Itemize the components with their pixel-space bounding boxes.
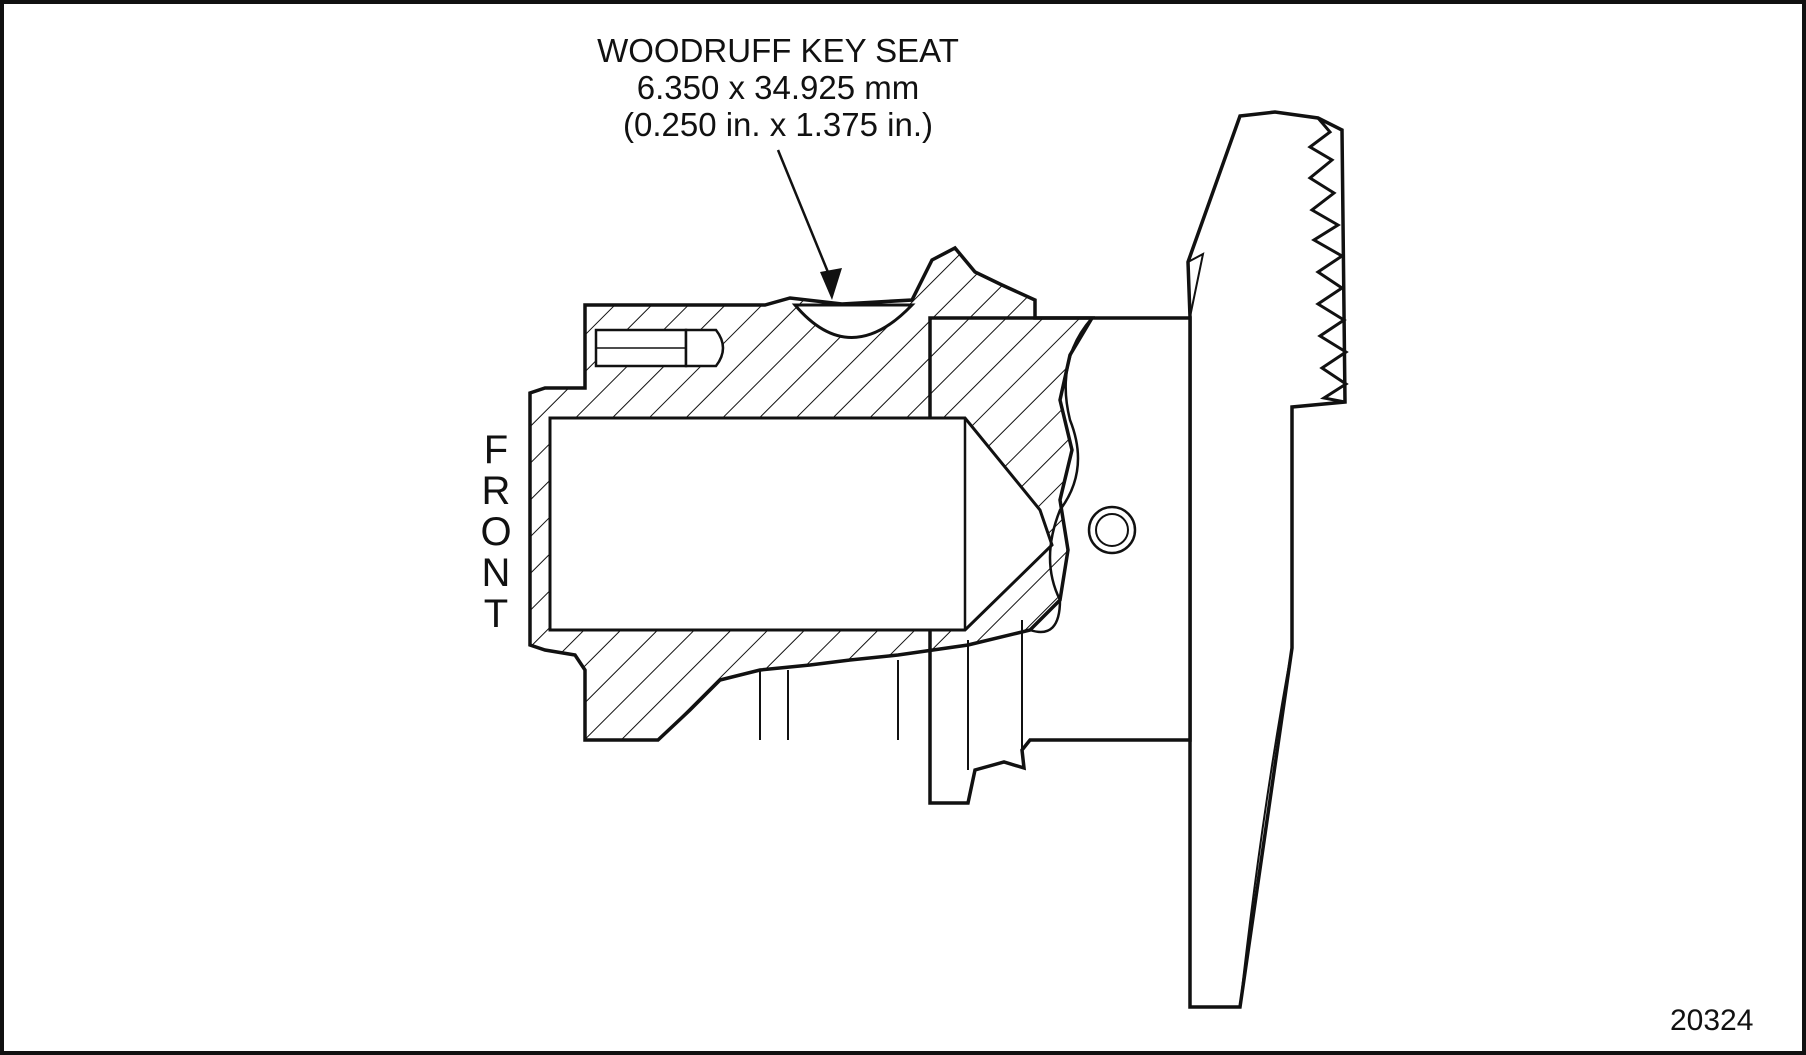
bore (548, 416, 1054, 632)
flange-top-chamfer (1187, 252, 1205, 318)
callout-imperial-size: (0.250 in. x 1.375 in.) (622, 106, 934, 143)
leader-line (776, 149, 834, 283)
pin-hole-inner (1095, 513, 1129, 547)
gear-flange (1186, 110, 1347, 1009)
front-label: F R O N T (476, 430, 516, 635)
front-letter: O (480, 510, 512, 554)
front-letter: R (481, 469, 511, 513)
gear-teeth (1307, 117, 1349, 404)
woodruff-keyseat (791, 303, 916, 339)
callout-title: WOODRUFF KEY SEAT (597, 32, 959, 69)
keyseat-callout: WOODRUFF KEY SEAT 6.350 x 34.925 mm (0.2… (548, 32, 1008, 143)
flange-taper-line (1239, 647, 1293, 1008)
front-letter: F (483, 428, 509, 472)
break-line (1029, 317, 1093, 634)
callout-metric-size: 6.350 x 34.925 mm (636, 69, 920, 106)
front-letter: T (483, 592, 509, 636)
leader-arrowhead (820, 268, 842, 300)
drilled-hole-tip (684, 328, 725, 368)
front-letter: N (481, 551, 511, 595)
figure-number: 20324 (1670, 1004, 1754, 1037)
